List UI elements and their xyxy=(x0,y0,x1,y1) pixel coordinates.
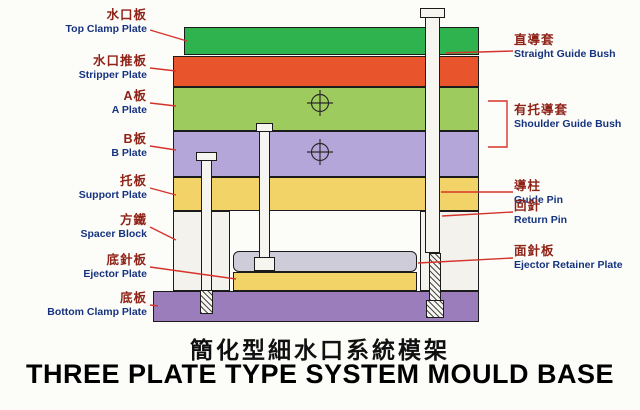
label-en: Bottom Clamp Plate xyxy=(47,305,147,318)
label-cn: 導柱 xyxy=(514,179,542,193)
label-cn: 直導套 xyxy=(514,33,555,47)
label-cn: 底針板 xyxy=(106,253,147,267)
label-cn: A板 xyxy=(123,89,147,103)
label-cn: 有托導套 xyxy=(514,103,569,117)
label-stripper-plate: 水口推板 Stripper Plate xyxy=(0,54,147,81)
label-en: Straight Guide Bush xyxy=(514,47,616,60)
label-en: Stripper Plate xyxy=(78,68,147,81)
label-cn: B板 xyxy=(123,132,147,146)
label-en: Guide Pin xyxy=(514,193,564,206)
title-english: THREE PLATE TYPE SYSTEM MOULD BASE xyxy=(25,359,615,389)
sprue-puller-pin-base xyxy=(254,257,275,271)
label-top-clamp-plate: 水口板 Top Clamp Plate xyxy=(0,8,147,35)
support-pin xyxy=(201,160,212,291)
label-en: B Plate xyxy=(111,146,147,159)
label-ejector-plate: 底針板 Ejector Plate xyxy=(0,253,147,280)
label-return-pin: 回針 Return Pin xyxy=(514,199,640,226)
label-b-plate: B板 B Plate xyxy=(0,132,147,159)
label-a-plate: A板 A Plate xyxy=(0,89,147,116)
label-cn: 水口板 xyxy=(106,8,147,22)
return-pin-head xyxy=(426,300,444,318)
support-pin-thread xyxy=(200,290,213,314)
label-spacer-block: 方鐵 Spacer Block xyxy=(0,213,147,240)
return-pin xyxy=(429,253,441,301)
label-en: Spacer Block xyxy=(80,227,147,240)
label-en: Support Plate xyxy=(78,188,147,201)
label-cn: 托板 xyxy=(119,174,147,188)
plate-ejector-retainer xyxy=(233,251,417,272)
label-en: Ejector Plate xyxy=(83,267,147,280)
plate-ejector xyxy=(233,272,417,291)
label-en: A Plate xyxy=(111,103,147,116)
label-support-plate: 托板 Support Plate xyxy=(0,174,147,201)
label-cn: 面針板 xyxy=(514,244,555,258)
sprue-puller-pin xyxy=(259,131,270,258)
label-guide-pin: 導柱 Guide Pin xyxy=(514,179,640,206)
label-bottom-clamp-plate: 底板 Bottom Clamp Plate xyxy=(0,291,147,318)
label-cn: 回針 xyxy=(514,199,542,213)
label-shoulder-guide-bush: 有托導套 Shoulder Guide Bush xyxy=(514,103,640,130)
label-ejector-retainer-plate: 面針板 Ejector Retainer Plate xyxy=(514,244,640,271)
label-en: Ejector Retainer Plate xyxy=(514,258,623,271)
label-en: Return Pin xyxy=(514,213,568,226)
label-cn: 底板 xyxy=(119,291,147,305)
title-chinese: 簡化型細水口系統模架 xyxy=(190,337,450,363)
label-en: Shoulder Guide Bush xyxy=(514,117,622,130)
label-cn: 方鐵 xyxy=(119,213,147,227)
label-straight-guide-bush: 直導套 Straight Guide Bush xyxy=(514,33,640,60)
label-en: Top Clamp Plate xyxy=(65,22,147,35)
guide-pin xyxy=(425,17,440,253)
label-cn: 水口推板 xyxy=(92,54,147,68)
